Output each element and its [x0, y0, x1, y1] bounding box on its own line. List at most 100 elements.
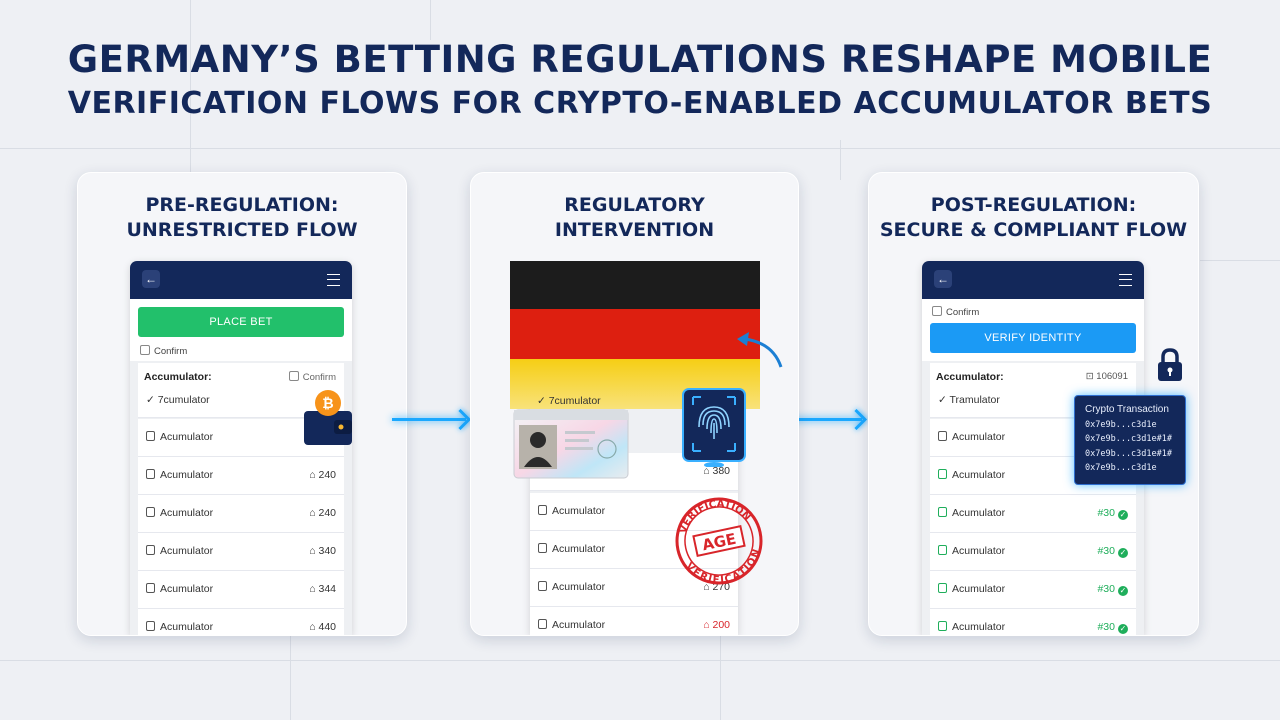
row-value: ⌂ 200 [703, 619, 730, 631]
panel-title-line1: REGULATORY [564, 194, 705, 216]
list-item-label: Acumulator [938, 469, 1005, 481]
crypto-transaction-box: Crypto Transaction 0x7e9b...c3d1e 0x7e9b… [1074, 395, 1186, 485]
list-item[interactable]: Acumulator⌂ 240 [138, 457, 344, 495]
bet-slip-icon [146, 621, 155, 631]
list-item-label: Acumulator [938, 545, 1005, 557]
list-item-label: Acumulator [538, 581, 605, 593]
crypto-title: Crypto Transaction [1085, 404, 1169, 415]
check-circle-icon: ✓ [1118, 510, 1128, 520]
bet-slip-icon [938, 583, 947, 593]
lock-icon [1158, 348, 1182, 381]
list-item[interactable]: Acumulator [530, 493, 738, 531]
bet-slip-icon [146, 507, 155, 517]
bet-slip-icon [146, 469, 155, 479]
bitcoin-icon [315, 390, 341, 416]
id-card-icon [513, 409, 629, 479]
list-item-label: Acumulator [146, 545, 213, 557]
row-label: Acumulator [160, 583, 214, 595]
list-item-label: Acumulator [938, 507, 1005, 519]
flow-arrow-head [845, 408, 868, 431]
row-value: #30✓ [1097, 507, 1128, 520]
panel-title-line2: UNRESTRICTED FLOW [126, 219, 358, 241]
list-item[interactable]: Acumulator #30✓ [930, 533, 1136, 571]
row-value: #30✓ [1097, 545, 1128, 558]
wallet-icon: ₿ [304, 390, 352, 445]
headline-line-2: VERIFICATION FLOWS FOR CRYPTO-ENABLED AC… [67, 86, 1213, 121]
back-arrow-icon[interactable]: ← [142, 270, 160, 288]
back-arrow-icon[interactable]: ← [934, 270, 952, 288]
confirm-checkbox[interactable]: Confirm [140, 345, 187, 357]
verify-identity-button[interactable]: VERIFY IDENTITY [930, 323, 1136, 353]
row-label: Acumulator [552, 543, 606, 555]
row-value-text: #30 [1097, 507, 1115, 519]
list-item[interactable]: Acumulator⌂ 344 [138, 571, 344, 609]
list-item-label: Acumulator [146, 507, 213, 519]
list-item[interactable]: Acumulator #30✓ [930, 495, 1136, 533]
check-circle-icon: ✓ [1118, 548, 1128, 558]
bet-slip-icon [938, 507, 947, 517]
list-header: Accumulator: Confirm [138, 363, 344, 387]
row-label: Acumulator [952, 583, 1006, 595]
crypto-hash: 0x7e9b...c3d1e [1085, 419, 1157, 430]
panel-post-regulation: POST-REGULATION: SECURE & COMPLIANT FLOW… [868, 172, 1199, 636]
list-item-label: Acumulator [146, 431, 213, 443]
confirm-checkbox[interactable]: Confirm [932, 306, 979, 318]
checkbox-icon [140, 345, 150, 355]
bet-code: ⊡ 106091 [1085, 371, 1128, 382]
bg-line [0, 148, 1280, 149]
bg-line [290, 634, 291, 720]
flow-arrow [392, 418, 466, 421]
row-value: ⌂ 440 [309, 621, 336, 633]
bg-line [1200, 260, 1280, 261]
list-item[interactable]: Acumulator ⌂ 340 [138, 533, 344, 571]
row-label: Acumulator [952, 507, 1006, 519]
list-item[interactable]: Acumulator [138, 419, 344, 457]
row-label: Acumulator [952, 545, 1006, 557]
list-item-label: Acumulator [938, 583, 1005, 595]
list-item[interactable]: Acumulator ⌂ 240 [138, 495, 344, 533]
svg-text:₿: ₿ [322, 396, 333, 412]
crypto-hash: 0x7e9b...c3d1e#1# [1085, 434, 1172, 444]
bet-slip-icon [538, 543, 547, 553]
confirm-checkbox-2[interactable]: Confirm [288, 371, 336, 383]
list-item-label: Acumulator [146, 469, 213, 481]
checkbox-icon [932, 306, 942, 316]
confirm-label: Confirm [302, 372, 336, 383]
bg-line [0, 660, 1280, 661]
row-label: Acumulator [552, 581, 606, 593]
row-value: ⌂ 340 [309, 545, 336, 557]
fingerprint-icon [682, 388, 746, 467]
list-item[interactable]: Acumulator ⌂ 440 [138, 609, 344, 635]
accumulator-header: Accumulator: [144, 371, 212, 383]
german-flag [510, 261, 760, 409]
panel-title-line1: PRE-REGULATION: [145, 194, 339, 216]
menu-icon[interactable] [327, 274, 340, 286]
place-bet-button[interactable]: PLACE BET [138, 307, 344, 337]
bet-slip-icon [938, 431, 947, 441]
bet-slip-icon [146, 431, 155, 441]
list-item-label: Acumulator [938, 621, 1005, 633]
panel-title-line2: SECURE & COMPLIANT FLOW [879, 219, 1188, 241]
bg-line [430, 0, 431, 40]
panel-title: REGULATORY INTERVENTION [471, 193, 798, 243]
list-item[interactable]: Acumulator#30✓ [930, 609, 1136, 635]
headline-line-1: GERMANY’S BETTING REGULATIONS RESHAPE MO… [67, 38, 1213, 81]
bet-slip-icon [538, 505, 547, 515]
menu-icon[interactable] [1119, 274, 1132, 286]
flag-stripe-black [510, 261, 760, 309]
row-value-text: #30 [1097, 545, 1115, 557]
list-item-label: Acumulator [538, 505, 605, 517]
bet-slip-icon [538, 581, 547, 591]
phone-header: ← [922, 261, 1144, 299]
row-label: Acumulator [160, 621, 214, 633]
row-value: ⌂ 240 [309, 507, 336, 519]
list-item[interactable]: Acumulator#30✓ [930, 571, 1136, 609]
list-item[interactable]: Acumulator⌂ 270 [530, 569, 738, 607]
confirm-label: Confirm [154, 346, 188, 357]
bg-line [840, 140, 841, 180]
list-item[interactable]: Acumulator⌂ 200 [530, 607, 738, 635]
svg-text:VERIFICATION: VERIFICATION [682, 546, 767, 585]
panel-regulatory-intervention: REGULATORY INTERVENTION ⌂ 380 Acumulator… [470, 172, 799, 636]
curved-arrow-icon [737, 332, 783, 368]
crypto-hash: 0x7e9b...c3d1e [1085, 463, 1157, 473]
